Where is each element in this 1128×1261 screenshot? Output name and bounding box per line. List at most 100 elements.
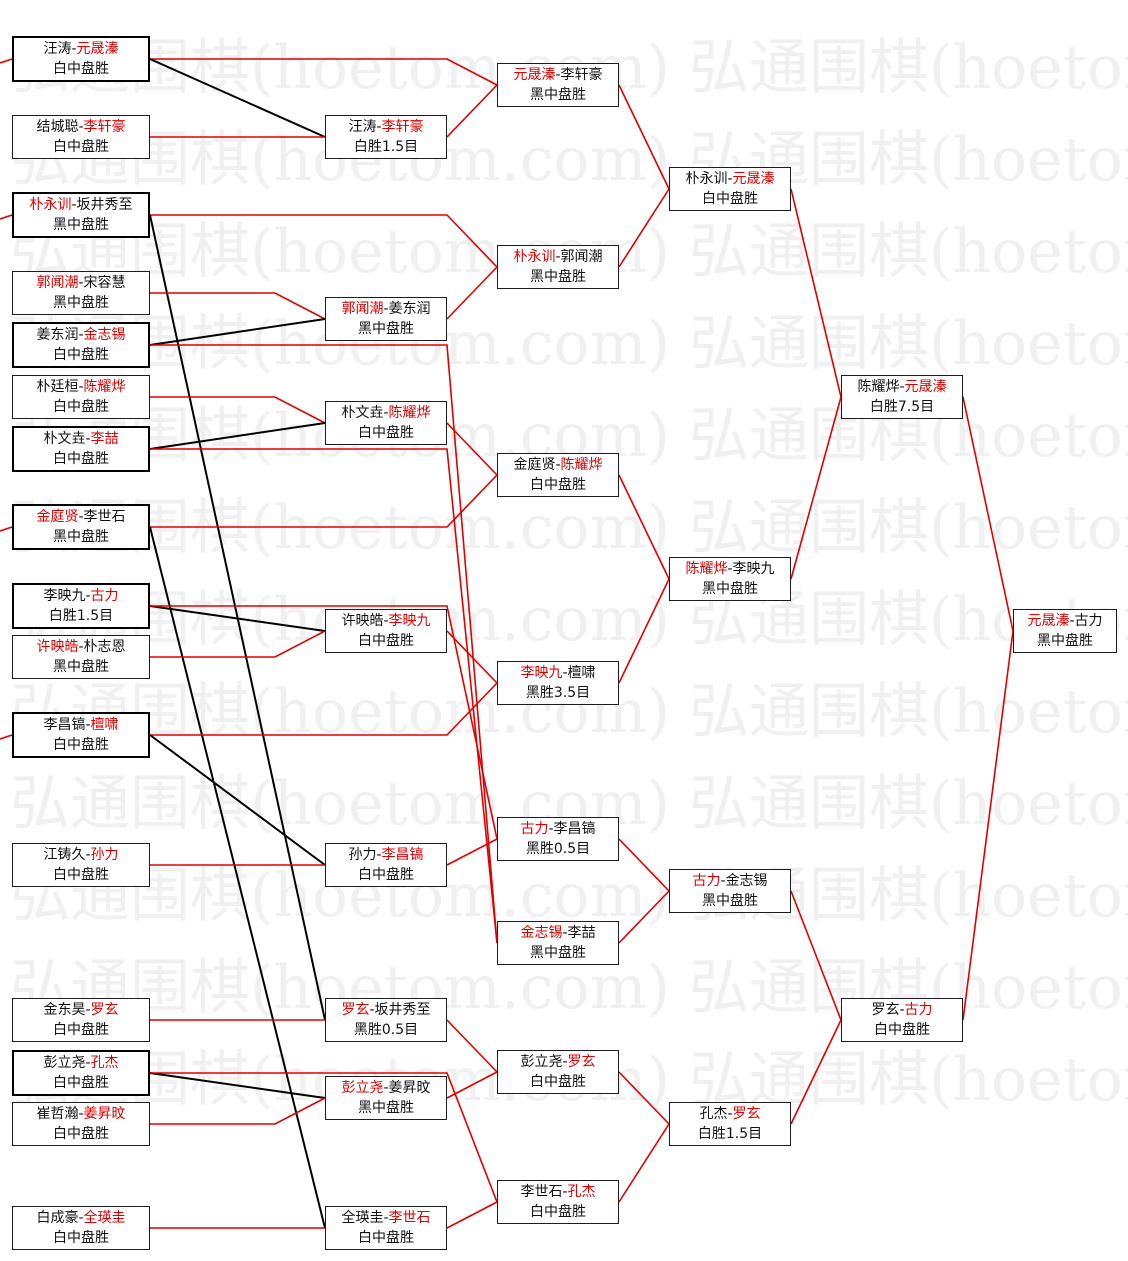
player-separator: - bbox=[383, 301, 389, 317]
player-separator: - bbox=[548, 821, 554, 837]
match-players: 崔哲瀚-姜昇旼 bbox=[13, 1104, 149, 1124]
player-separator: - bbox=[383, 405, 389, 421]
player-separator: - bbox=[78, 379, 84, 395]
player-black: 朴永训 bbox=[29, 197, 72, 213]
player-black: 陈耀烨 bbox=[685, 561, 728, 577]
match-box-r1-5: 姜东润-金志锡白中盘胜 bbox=[12, 322, 150, 368]
link-r5-1-to-r6-1 bbox=[962, 396, 1014, 632]
player-white: 檀啸 bbox=[567, 665, 596, 681]
player-black: 陈耀烨 bbox=[857, 379, 900, 395]
player-white: 宋容慧 bbox=[83, 275, 126, 291]
player-separator: - bbox=[85, 717, 91, 733]
match-players: 金庭贤-陈耀烨 bbox=[498, 455, 618, 475]
player-white: 李昌镐 bbox=[553, 821, 596, 837]
player-black: 古力 bbox=[520, 821, 549, 837]
match-players: 白成豪-全瑛圭 bbox=[13, 1208, 149, 1228]
match-result: 黑胜0.5目 bbox=[353, 1022, 419, 1038]
player-black: 罗玄 bbox=[871, 1002, 900, 1018]
match-box-r1-14: 彭立尧-孔杰白中盘胜 bbox=[12, 1050, 150, 1096]
player-black: 李映九 bbox=[520, 665, 563, 681]
match-result: 白胜1.5目 bbox=[697, 1126, 763, 1142]
match-box-r2-6: 罗玄-坂井秀至黑胜0.5目 bbox=[325, 998, 447, 1042]
player-white: 李世石 bbox=[388, 1210, 431, 1226]
player-separator: - bbox=[727, 171, 733, 187]
match-players: 朴廷桓-陈耀烨 bbox=[13, 377, 149, 397]
player-separator: - bbox=[1069, 613, 1075, 629]
match-players: 古力-金志锡 bbox=[670, 871, 790, 891]
player-black: 朴永训 bbox=[513, 249, 556, 265]
player-black: 李世石 bbox=[520, 1184, 563, 1200]
player-black: 罗玄 bbox=[341, 1002, 370, 1018]
match-players: 金庭贤-李世石 bbox=[14, 507, 148, 527]
match-players: 陈耀烨-元晟溱 bbox=[842, 377, 962, 397]
player-black: 李映九 bbox=[43, 588, 86, 604]
player-separator: - bbox=[85, 431, 91, 447]
match-box-r1-2: 结城聪-李轩豪白中盘胜 bbox=[12, 115, 150, 159]
match-players: 彭立尧-姜昇旼 bbox=[326, 1078, 446, 1098]
player-white: 孔杰 bbox=[567, 1184, 596, 1200]
player-white: 罗玄 bbox=[567, 1054, 596, 1070]
link-r3-8-to-r4-4 bbox=[618, 1123, 670, 1203]
entry-stub-line bbox=[0, 58, 13, 64]
match-box-r1-7: 朴文垚-李喆白中盘胜 bbox=[12, 426, 150, 472]
match-result: 白中盘胜 bbox=[358, 867, 414, 883]
player-white: 全瑛圭 bbox=[83, 1210, 126, 1226]
match-players: 罗玄-坂井秀至 bbox=[326, 1000, 446, 1020]
player-black: 李昌镐 bbox=[43, 717, 86, 733]
player-separator: - bbox=[85, 588, 91, 604]
link-r2-5-to-r3-5 bbox=[446, 838, 498, 866]
player-black: 全瑛圭 bbox=[341, 1210, 384, 1226]
match-box-r1-12: 江铸久-孙力白中盘胜 bbox=[12, 843, 150, 887]
player-white: 李映九 bbox=[732, 561, 775, 577]
link-r4-3-to-r5-2 bbox=[790, 890, 842, 1021]
match-box-r2-4: 许映皓-李映九白中盘胜 bbox=[325, 609, 447, 653]
player-white: 金志锡 bbox=[83, 327, 126, 343]
player-separator: - bbox=[555, 249, 561, 265]
match-players: 孔杰-罗玄 bbox=[670, 1104, 790, 1124]
match-result: 黑中盘胜 bbox=[530, 87, 586, 103]
match-players: 古力-李昌镐 bbox=[498, 819, 618, 839]
match-result: 白中盘胜 bbox=[53, 1230, 109, 1246]
match-box-r1-10: 许映皓-朴志恩黑中盘胜 bbox=[12, 635, 150, 679]
match-players: 姜东润-金志锡 bbox=[14, 325, 148, 345]
link-r1-6-to-r2-3 bbox=[150, 396, 326, 424]
player-white: 古力 bbox=[1074, 613, 1103, 629]
link-r2-7-to-r3-7 bbox=[446, 1071, 498, 1099]
player-white: 坂井秀至 bbox=[374, 1002, 431, 1018]
link-r1-7-to-r2-3 bbox=[149, 422, 326, 450]
player-black: 彭立尧 bbox=[43, 1055, 86, 1071]
link-r3-6-to-r4-3 bbox=[618, 890, 670, 944]
match-result: 白中盘胜 bbox=[53, 1022, 109, 1038]
match-players: 元晟溱-古力 bbox=[1014, 611, 1116, 631]
match-box-r1-1: 汪涛-元晟溱白中盘胜 bbox=[12, 36, 150, 82]
match-result: 白中盘胜 bbox=[53, 1126, 109, 1142]
match-box-r2-1: 汪涛-李轩豪白胜1.5目 bbox=[325, 115, 447, 159]
link-r1-8-to-r3-3 bbox=[150, 474, 498, 528]
link-r1-8-to-r2-8 bbox=[149, 526, 326, 1229]
player-black: 金庭贤 bbox=[513, 457, 556, 473]
player-white: 罗玄 bbox=[90, 1002, 119, 1018]
match-result: 黑中盘胜 bbox=[358, 321, 414, 337]
player-black: 古力 bbox=[692, 873, 721, 889]
match-result: 黑胜0.5目 bbox=[525, 841, 591, 857]
link-r4-1-to-r5-1 bbox=[790, 188, 842, 398]
player-white: 檀啸 bbox=[90, 717, 119, 733]
player-separator: - bbox=[78, 119, 84, 135]
player-black: 崔哲瀚 bbox=[36, 1106, 79, 1122]
player-separator: - bbox=[85, 1002, 91, 1018]
link-r1-3-to-r3-2 bbox=[150, 214, 498, 268]
match-result: 黑中盘胜 bbox=[702, 581, 758, 597]
match-players: 许映皓-李映九 bbox=[326, 611, 446, 631]
player-separator: - bbox=[78, 275, 84, 291]
player-black: 彭立尧 bbox=[341, 1080, 384, 1096]
match-players: 陈耀烨-李映九 bbox=[670, 559, 790, 579]
match-players: 彭立尧-孔杰 bbox=[14, 1053, 148, 1073]
match-players: 许映皓-朴志恩 bbox=[13, 637, 149, 657]
match-players: 李世石-孔杰 bbox=[498, 1182, 618, 1202]
match-result: 黑中盘胜 bbox=[702, 893, 758, 909]
player-black: 白成豪 bbox=[36, 1210, 79, 1226]
player-white: 李轩豪 bbox=[83, 119, 126, 135]
player-separator: - bbox=[383, 1080, 389, 1096]
link-r2-2-to-r3-2 bbox=[446, 266, 498, 320]
